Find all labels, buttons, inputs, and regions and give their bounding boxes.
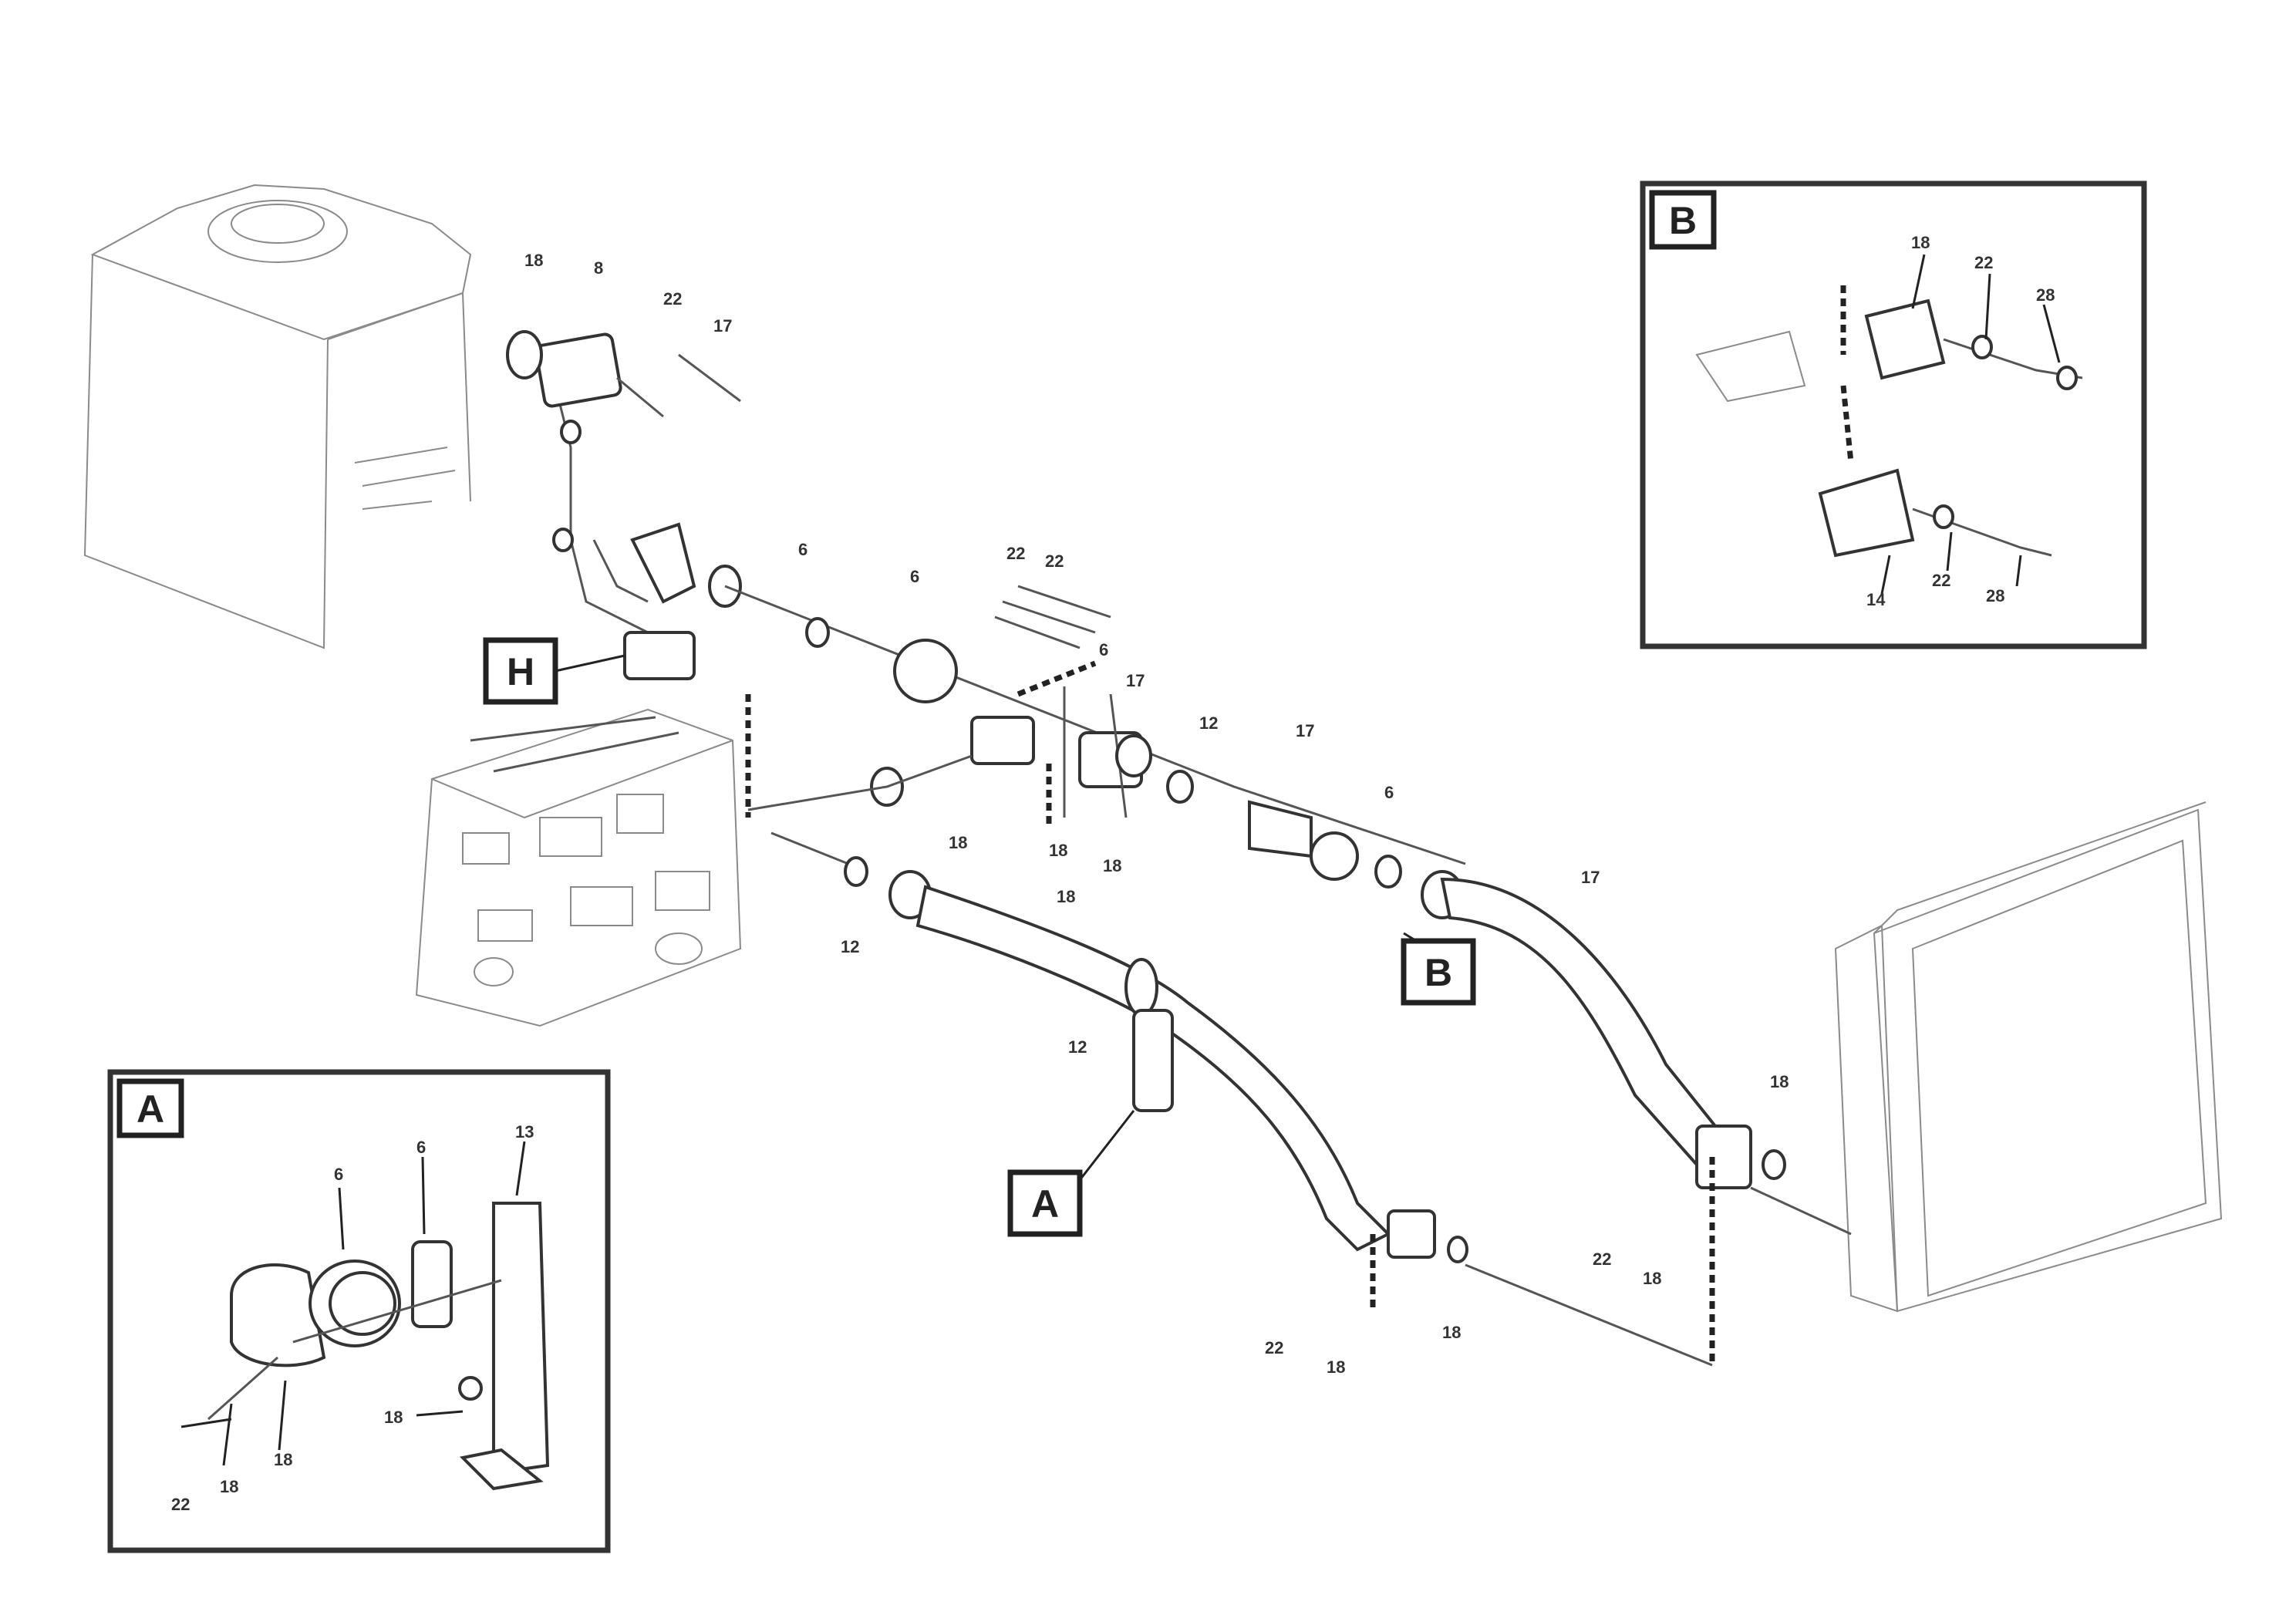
main-part-numbers: 18 8 22 17 6 6 22 22 6 17 12 17 6 17 18 …: [524, 251, 1789, 1377]
part-number: 8: [594, 258, 603, 278]
part-number: 18: [1442, 1323, 1461, 1342]
part-number: 12: [841, 937, 859, 956]
part-number: 28: [1986, 586, 2004, 605]
part-number: 22: [1932, 571, 1950, 590]
inset-b: B 18 22 28 14 22 28: [1640, 180, 2147, 649]
part-number: 6: [416, 1138, 426, 1157]
part-number: 22: [171, 1495, 190, 1514]
part-number: 6: [334, 1165, 343, 1184]
part-number: 18: [1911, 233, 1930, 252]
part-number: 18: [1103, 856, 1121, 875]
part-number: 18: [220, 1477, 238, 1496]
part-number: 17: [1581, 868, 1600, 887]
part-number: 14: [1866, 590, 1886, 609]
part-number: 22: [1593, 1249, 1611, 1269]
part-number: 22: [1265, 1338, 1283, 1357]
part-number: 12: [1199, 713, 1218, 733]
main-piping: [506, 330, 1852, 1367]
part-number: 17: [713, 316, 732, 336]
part-number: 18: [1049, 841, 1067, 860]
part-number: 18: [949, 833, 967, 852]
part-number: 18: [1057, 887, 1075, 906]
part-number: 12: [1068, 1037, 1087, 1057]
callout-h: H: [483, 637, 558, 705]
part-number: 13: [515, 1122, 534, 1141]
callout-a-label: A: [1031, 1182, 1059, 1226]
callout-b: B: [1401, 938, 1476, 1006]
part-number: 22: [663, 289, 682, 309]
part-number: 17: [1126, 671, 1145, 690]
part-number: 22: [1006, 544, 1025, 563]
part-number: 18: [524, 251, 543, 270]
callout-b-label: B: [1424, 951, 1452, 994]
callout-a: A: [1007, 1169, 1083, 1237]
part-number: 6: [910, 567, 919, 586]
part-number: 22: [1045, 551, 1064, 571]
inset-b-label: B: [1669, 199, 1697, 242]
part-number: 22: [1974, 253, 1993, 272]
part-number: 6: [798, 540, 807, 559]
part-number: 28: [2036, 285, 2055, 305]
inset-a-label: A: [137, 1088, 164, 1131]
hydraulic-tank: [83, 184, 472, 649]
part-number: 6: [1384, 783, 1394, 802]
part-number: 6: [1099, 640, 1108, 659]
part-number: 18: [274, 1450, 292, 1469]
control-valve-block: [415, 708, 742, 1027]
alignment-dashes: [745, 660, 1715, 1365]
part-number: 18: [384, 1408, 403, 1427]
part-number: 17: [1296, 721, 1314, 740]
inset-a: A 6 6 13 18 22 18 18: [107, 1069, 611, 1553]
part-number: 18: [1327, 1357, 1345, 1377]
part-number: 18: [1643, 1269, 1661, 1288]
oil-cooler: [1834, 801, 2223, 1313]
part-number: 18: [1770, 1072, 1789, 1091]
callout-h-label: H: [507, 650, 534, 693]
